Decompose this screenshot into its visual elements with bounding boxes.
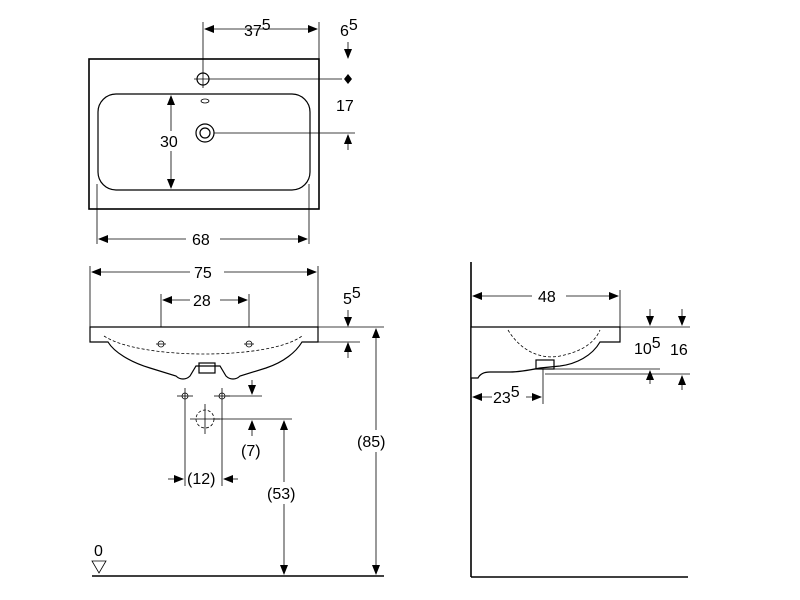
basin-outline [88,58,320,210]
label-mount-height: (85) [357,434,385,451]
bowl-side-dashed [507,329,601,358]
side-view: 48 105 16 235 [470,262,690,578]
label-bowl-depth: 30 [160,134,178,151]
label-tap-from-edge: 375 [244,17,271,40]
mounting-holes [156,340,254,348]
label-bowl-width: 68 [192,232,210,249]
bowl-dashed-profile [103,335,303,355]
label-trap-height: (53) [267,486,295,503]
label-edge-offset: 65 [340,17,358,40]
label-overall-width: 75 [194,265,212,282]
label-depth: 48 [538,289,556,306]
label-trap-offset-h: (12) [187,471,215,488]
label-overall-height: 16 [670,342,688,359]
tap-hole [194,70,212,88]
drain-spout [198,362,216,374]
label-rim-thickness: 55 [343,285,361,308]
overflow-hole [200,98,210,104]
top-view: 375 65 17 30 68 [88,17,358,249]
label-tap-to-drain: 17 [336,98,354,115]
bowl-outline [97,93,311,191]
trap-crosshair-left [177,388,193,404]
label-drain-from-wall: 235 [493,384,520,407]
front-view: 75 28 55 [89,262,398,577]
floor-level-symbol [91,560,107,574]
basin-side-body [470,326,621,379]
label-rim-height: 105 [634,335,661,358]
label-floor-level: 0 [94,543,103,560]
label-trap-offset-v: (7) [241,443,261,460]
basin-front-body [89,326,319,380]
drain [195,123,215,143]
datum-diamond [344,74,352,84]
label-hole-spacing: 28 [193,293,211,310]
